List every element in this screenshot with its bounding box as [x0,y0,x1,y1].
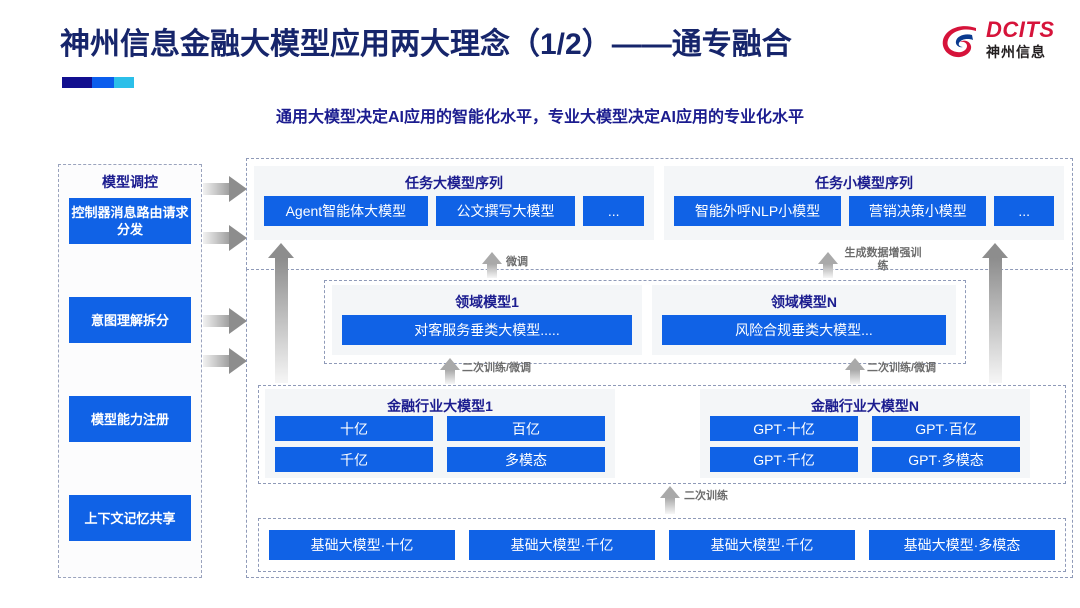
arrow-label-finetune: 微调 [506,256,528,268]
accent-bar [62,77,134,88]
brand-name: DCITS [986,17,1055,42]
domain-model-n-card: 领域模型N 风险合规垂类大模型... [652,285,956,355]
task-small-model-title: 任务小模型序列 [815,175,913,191]
domain-model-1-title: 领域模型1 [455,294,519,310]
flow-arrow-right-3 [203,308,247,334]
domain-model-n-chips: 风险合规垂类大模型... [652,315,956,345]
arrow-label-generate-data: 生成数据增强训练 [844,247,922,272]
flow-arrow-right-2 [203,225,247,251]
chip-base-hundred-billion-2[interactable]: 基础大模型·千亿 [669,530,855,560]
chip-gpt-hundred-billion[interactable]: GPT·千亿 [710,447,858,472]
sidebar-item-context-memory[interactable]: 上下文记忆共享 [69,495,191,541]
industry-model-n-chips: GPT·十亿 GPT·百亿 GPT·千亿 GPT·多模态 [700,416,1030,472]
chip-base-hundred-billion-1[interactable]: 基础大模型·千亿 [469,530,655,560]
task-small-model-chips: 智能外呼NLP小模型 营销决策小模型 ... [664,196,1064,226]
chip-multimodal[interactable]: 多模态 [447,447,605,472]
chip-hundred-billion[interactable]: 千亿 [275,447,433,472]
chip-more-large[interactable]: ... [583,196,644,226]
accent-segment-3 [114,77,134,88]
flow-arrow-up-retrain-left [440,358,460,384]
domain-model-n-title: 领域模型N [770,294,838,310]
task-large-model-card: 任务大模型序列 Agent智能体大模型 公文撰写大模型 ... [254,166,654,240]
flow-arrow-up-base-train [660,486,680,514]
chip-customer-service-vertical-model[interactable]: 对客服务垂类大模型..... [342,315,632,345]
chip-document-writing-model[interactable]: 公文撰写大模型 [435,196,576,226]
chip-gpt-multimodal[interactable]: GPT·多模态 [872,447,1020,472]
chip-base-multimodal[interactable]: 基础大模型·多模态 [869,530,1055,560]
flow-arrow-up-right-long [982,243,1008,383]
page-subtitle: 通用大模型决定AI应用的智能化水平，专业大模型决定AI应用的专业化水平 [275,109,804,126]
chip-base-billion[interactable]: 基础大模型·十亿 [269,530,455,560]
brand-text: DCITS 神州信息 [986,18,1070,61]
domain-model-1-card: 领域模型1 对客服务垂类大模型..... [332,285,642,355]
chip-more-small[interactable]: ... [994,196,1054,226]
industry-model-1-title: 金融行业大模型1 [387,398,493,414]
industry-model-1-card: 金融行业大模型1 十亿 百亿 千亿 多模态 [265,389,615,478]
chip-outbound-nlp-model[interactable]: 智能外呼NLP小模型 [674,196,842,226]
industry-model-n-title: 金融行业大模型N [810,398,920,414]
brand-logo: DCITS 神州信息 [940,18,1068,74]
task-small-model-card: 任务小模型序列 智能外呼NLP小模型 营销决策小模型 ... [664,166,1064,240]
flow-arrow-up-generate-data [818,252,838,278]
domain-model-1-chips: 对客服务垂类大模型..... [332,315,642,345]
brand-sub: 神州信息 [986,44,1046,60]
arrow-label-retrain-right: 二次训练/微调 [867,362,937,374]
arrow-label-base-train: 二次训练 [684,490,728,502]
model-control-panel: 模型调控 控制器消息路由请求分发 意图理解拆分 模型能力注册 上下文记忆共享 [58,164,202,578]
accent-segment-2 [92,77,114,88]
base-model-chips: 基础大模型·十亿 基础大模型·千亿 基础大模型·千亿 基础大模型·多模态 [259,530,1065,560]
sidebar-title: 模型调控 [102,174,158,190]
industry-model-n-card: 金融行业大模型N GPT·十亿 GPT·百亿 GPT·千亿 GPT·多模态 [700,389,1030,478]
arrow-label-retrain-left: 二次训练/微调 [462,362,532,374]
chip-risk-compliance-vertical-model[interactable]: 风险合规垂类大模型... [662,315,946,345]
flow-arrow-up-finetune [482,252,502,278]
chip-ten-billion[interactable]: 百亿 [447,416,605,441]
sidebar-item-intent-parsing[interactable]: 意图理解拆分 [69,297,191,343]
flow-arrow-right-4 [203,348,247,374]
chip-gpt-billion[interactable]: GPT·十亿 [710,416,858,441]
chip-billion[interactable]: 十亿 [275,416,433,441]
flow-arrow-up-left-long [268,243,294,383]
task-large-model-title: 任务大模型序列 [405,175,503,191]
flow-arrow-up-retrain-right [845,358,865,384]
page-header: 神州信息金融大模型应用两大理念（1/2）——通专融合 DCITS 神州信息 通用… [0,0,1080,127]
chip-gpt-ten-billion[interactable]: GPT·百亿 [872,416,1020,441]
chip-agent-model[interactable]: Agent智能体大模型 [264,196,428,226]
dcits-swirl-icon [942,26,976,58]
base-model-frame: 基础大模型·十亿 基础大模型·千亿 基础大模型·千亿 基础大模型·多模态 [258,518,1066,572]
flow-arrow-right-1 [203,176,247,202]
chip-marketing-decision-model[interactable]: 营销决策小模型 [849,196,987,226]
sidebar-item-controller-routing[interactable]: 控制器消息路由请求分发 [69,198,191,244]
industry-model-1-chips: 十亿 百亿 千亿 多模态 [265,416,615,472]
page-title: 神州信息金融大模型应用两大理念（1/2）——通专融合 [60,28,792,61]
sidebar-item-capability-registry[interactable]: 模型能力注册 [69,396,191,442]
task-large-model-chips: Agent智能体大模型 公文撰写大模型 ... [254,196,654,226]
accent-segment-1 [62,77,92,88]
